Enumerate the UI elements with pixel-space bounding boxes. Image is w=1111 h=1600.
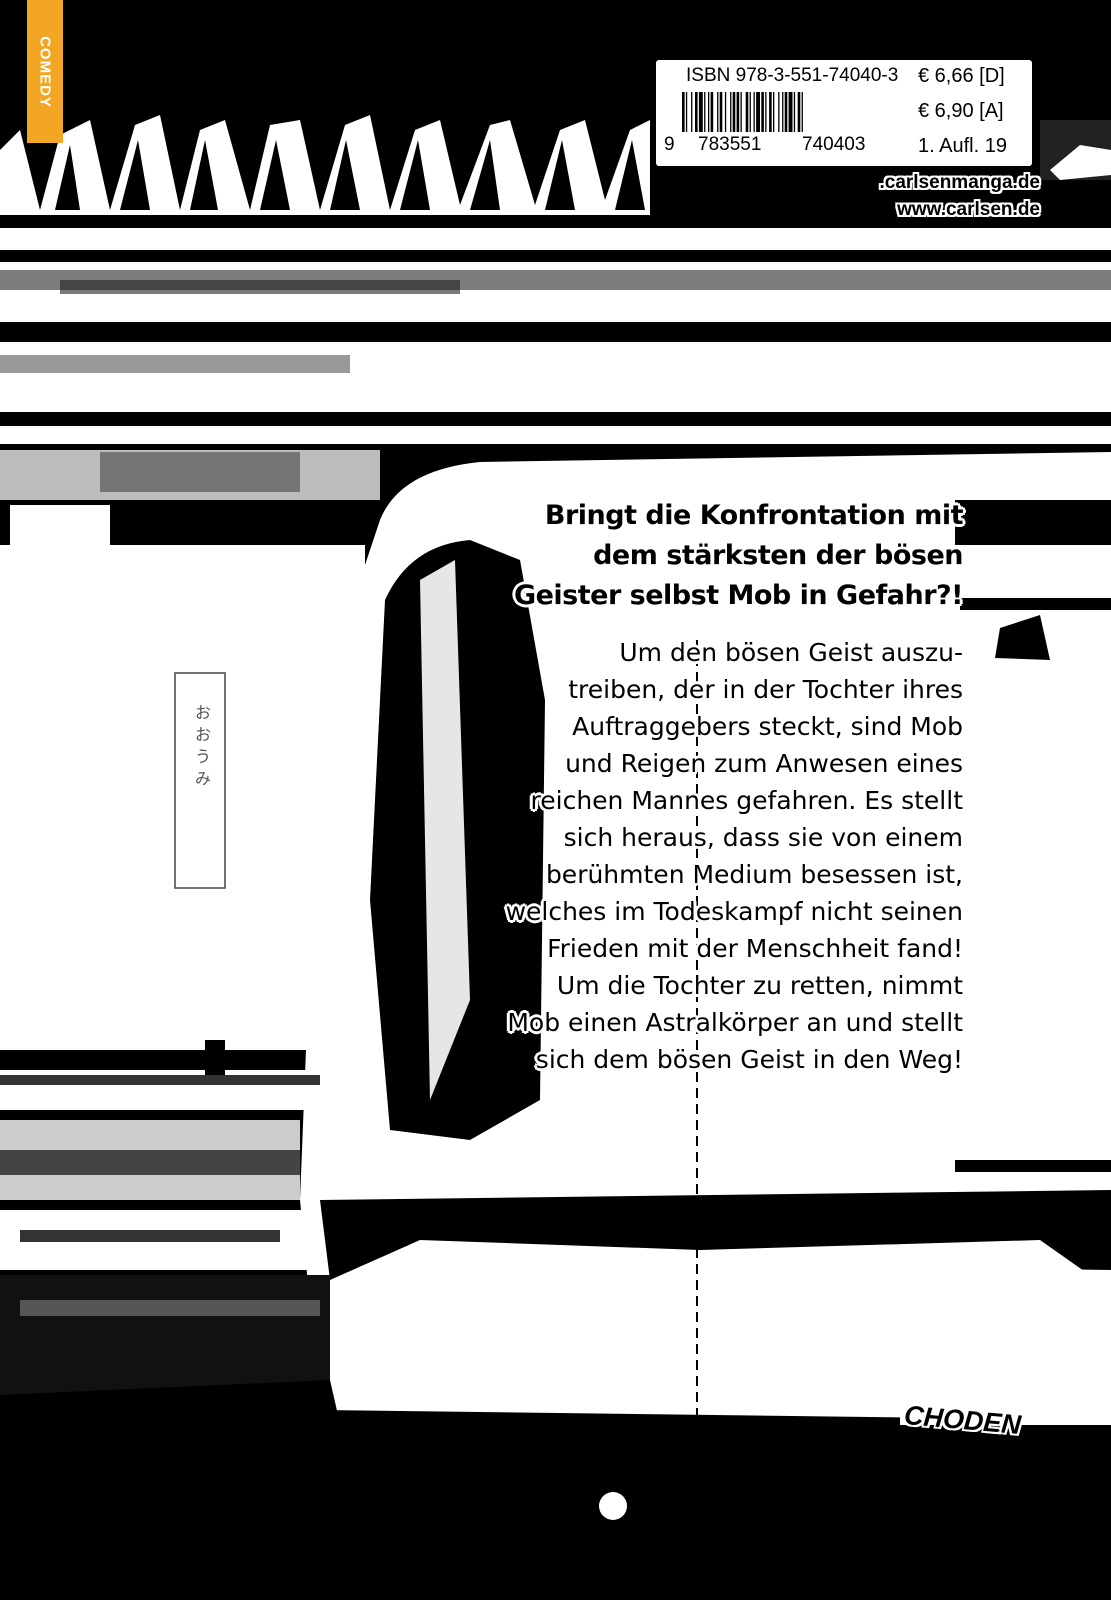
genre-tab: COMEDY xyxy=(27,0,63,143)
blurb-line: Frieden mit der Menschheit fand! xyxy=(547,934,963,963)
blurb-line: sich heraus, dass sie von einem xyxy=(563,823,963,852)
barcode-bar xyxy=(773,92,775,132)
station-sign-text: おおうみ xyxy=(194,703,211,788)
barcode-digit-group-left: 783551 xyxy=(698,134,762,155)
url-carlsenmanga[interactable]: .carlsenmanga.de xyxy=(879,172,1040,193)
barcode-bar xyxy=(753,92,755,132)
barcode-bar xyxy=(724,92,727,132)
blurb-line: Um den bösen Geist auszu- xyxy=(619,638,963,667)
blurb-line: treiben, der in der Tochter ihres xyxy=(568,675,963,704)
barcode-bar xyxy=(710,92,714,132)
price-austria: € 6,90 [A] xyxy=(918,100,1004,122)
barcode-bar xyxy=(740,92,742,132)
barcode-bar xyxy=(691,92,693,132)
blurb-line: Auftraggebers steckt, sind Mob xyxy=(572,712,963,741)
barcode-digit-group-right: 740403 xyxy=(802,134,866,155)
blurb-line: reichen Mannes gefahren. Es stellt xyxy=(530,786,963,815)
url-carlsen[interactable]: www.carlsen.de xyxy=(897,199,1040,220)
barcode-bar xyxy=(704,92,706,132)
barcode-bar xyxy=(732,92,736,132)
barcode-bar xyxy=(784,92,788,132)
barcode-bar xyxy=(801,92,803,132)
tagline-line: dem stärksten der bösen xyxy=(593,540,963,571)
barcode-bar xyxy=(717,92,719,132)
barcode-bar xyxy=(695,92,698,132)
tagline-line: Geister selbst Mob in Gefahr?! xyxy=(513,580,964,611)
barcode-bar xyxy=(685,92,688,132)
tagline: Bringt die Konfrontation mit dem stärkst… xyxy=(513,496,964,616)
barcode-bar xyxy=(797,92,801,132)
blurb-line: Mob einen Astralkörper an und stellt xyxy=(507,1008,963,1037)
barcode-bar xyxy=(730,92,732,132)
blurb-line: Um die Tochter zu retten, nimmt xyxy=(556,971,963,1000)
price-germany: € 6,66 [D] xyxy=(918,65,1005,87)
barcode-bar xyxy=(682,92,685,132)
blurb-line: berühmten Medium besessen ist, xyxy=(545,860,963,889)
genre-label: COMEDY xyxy=(36,36,54,108)
barcode-bar xyxy=(765,92,767,132)
barcode-bars xyxy=(682,92,803,132)
blurb-line: sich dem bösen Geist in den Weg! xyxy=(535,1045,963,1074)
barcode-bar xyxy=(736,92,740,132)
blurb-line: welches im Todeskampf nicht seinen xyxy=(505,897,963,926)
barcode-bar xyxy=(719,92,723,132)
tagline-line: Bringt die Konfrontation mit xyxy=(544,500,964,531)
blurb: Um den bösen Geist auszu- treiben, der i… xyxy=(506,634,963,1078)
barcode-bar xyxy=(749,92,751,132)
barcode-bar xyxy=(698,92,703,132)
barcode-bar xyxy=(793,92,796,132)
barcode-box: ISBN 978-3-551-74040-3 9 783551 740403 €… xyxy=(656,60,1032,166)
barcode-bar xyxy=(745,92,749,132)
barcode-bar xyxy=(761,92,764,132)
barcode-bar xyxy=(782,92,784,132)
barcode-bar xyxy=(756,92,760,132)
barcode-bar xyxy=(708,92,710,132)
barcode-bar xyxy=(778,92,780,132)
barcode-bar xyxy=(788,92,793,132)
edition-note: 1. Aufl. 19 xyxy=(918,135,1007,157)
barcode-digit-prefix: 9 xyxy=(664,134,675,155)
blurb-line: und Reigen zum Anwesen eines xyxy=(565,749,963,778)
barcode-bar xyxy=(769,92,772,132)
isbn-number: ISBN 978-3-551-74040-3 xyxy=(686,65,899,86)
